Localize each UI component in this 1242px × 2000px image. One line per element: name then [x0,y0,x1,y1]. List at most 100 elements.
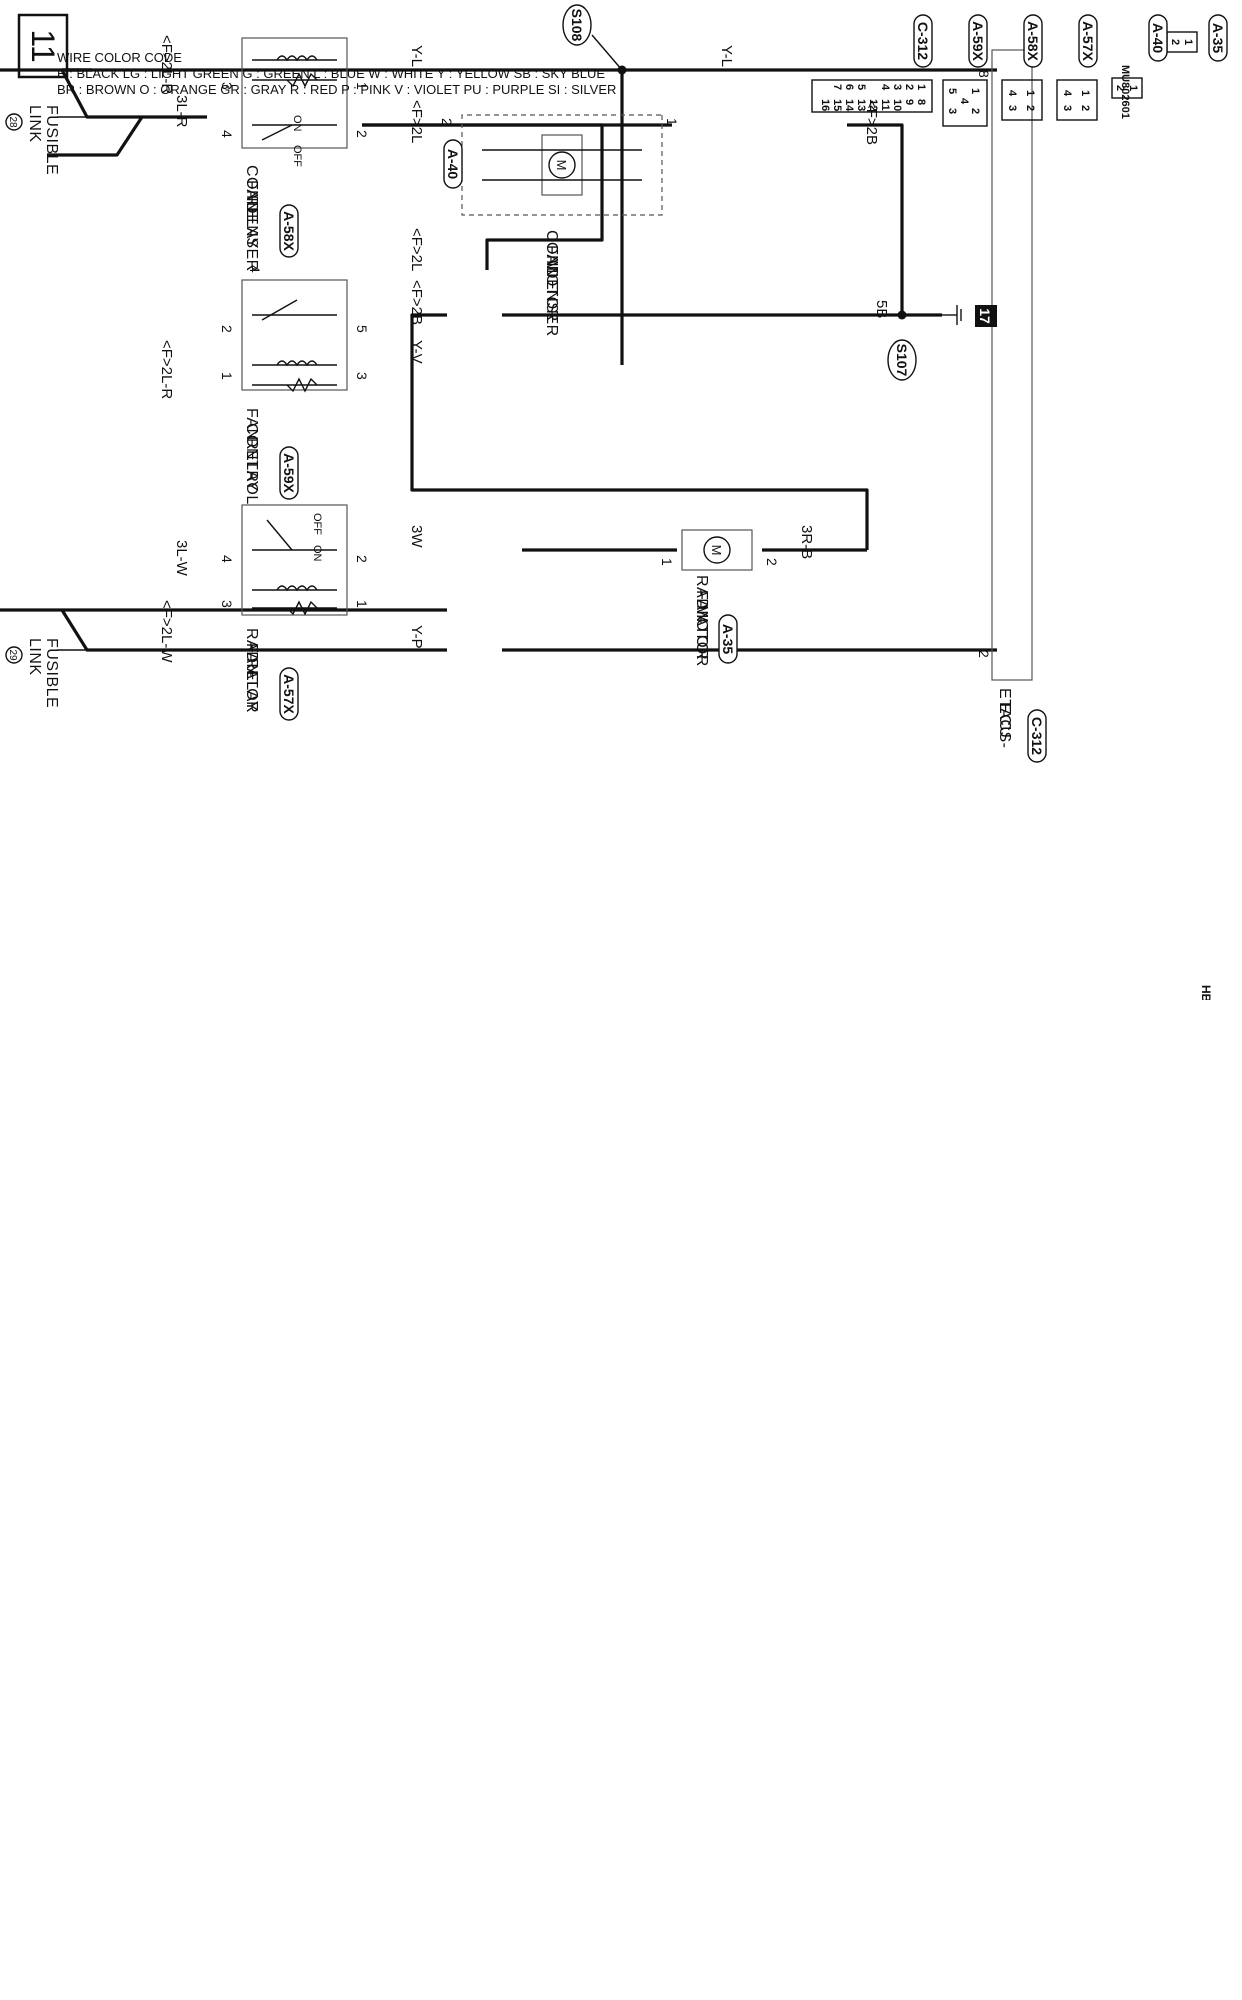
wire-color-line-2: BR : BROWN O : ORANGE GR : GRAY R : RED … [57,82,616,97]
label-y-p: Y-P [408,625,425,649]
ecu-pin-8: 8 [976,70,992,78]
label-5b: 5B [873,300,890,318]
conn-a40-part: MU802601 [1119,65,1131,119]
page-number-box: 11 [17,13,69,79]
conn-a58x-pin1: 1 [1024,90,1036,96]
label-3r-b: 3R-B [798,525,815,559]
condenser-relay-name-3: RELAY [243,195,260,249]
conn-a59x-pin4: 4 [958,98,970,105]
connector-a57x: A-57X 1 2 4 3 [1056,14,1098,121]
c312-pin-15: 15 [831,99,843,111]
c312-pin-4: 4 [879,84,891,91]
wiring-diagram: 11 FUSIBLE LINK 28 FUSIBLE LINK 29 [0,4,1228,1064]
page-number: 11 [25,29,61,62]
label-y-l-left: Y-L [718,45,735,67]
c312-pin-16: 16 [819,99,831,111]
c312-pin-6: 6 [843,84,855,90]
fan-control-relay-name-1: FAN [243,408,260,441]
label-y-v: Y-V [408,340,425,364]
conn-a58x-pin4: 4 [1006,90,1018,97]
cr-pin-4: 4 [219,130,235,138]
conn-a58x-tag: A-58X [1025,21,1041,61]
conn-a57x-tag: A-57X [1080,21,1096,61]
radiator-motor-tag: A-35 [720,624,736,655]
radiator-fan-relay: OFF ON 4 3 2 1 RADIATOR FAN RELAY A-57X [219,504,370,721]
connector-a40: A-40 MU802601 1 2 [1111,14,1168,119]
c312-pin-7: 7 [831,84,843,90]
label-f2l-r-mid: <F>2L-R [158,340,175,399]
label-f2b-a: <F>2B [863,100,880,145]
radiator-motor-symbol: M [709,545,724,556]
rm-pin-2: 2 [764,558,780,566]
condenser-motor-symbol: M [554,160,569,171]
c312-pin-13: 13 [855,99,867,111]
fusible-link-29-label-2: LINK [26,638,43,676]
c312-pin-1: 1 [915,84,927,90]
c312-pin-12: 12 [867,99,879,111]
condenser-relay-tag: A-58X [281,211,297,251]
legend-block: WIRE COLOR CODE B : BLACK LG : LIGHT GRE… [57,50,616,97]
condenser-fan-relay: ON OFF 3 4 1 2 CONDENSER FAN RELAY A-58X [219,37,370,272]
connector-a59x: A-59X 1 2 4 5 3 [942,14,988,127]
fan-control-relay-tag: A-59X [281,453,297,493]
label-f2l-r-top: <F>2L-R [158,35,175,94]
wire-color-title: WIRE COLOR CODE [57,50,182,65]
radiator-relay-on: ON [311,545,323,562]
ground-17: 17 [942,305,997,327]
c312-pin-10: 10 [891,99,903,111]
label-y-l-right: Y-L [408,45,425,67]
ground-number: 17 [977,308,993,324]
conn-a40-pin2: 2 [1114,85,1126,91]
fc-pin-3: 3 [354,372,370,380]
condenser-motor-name-2: FAN [543,245,560,278]
condenser-motor-name-1: CONDENSER [543,230,560,337]
label-f2l-b: <F>2L [408,228,425,271]
cm-pin-2: 2 [439,118,455,126]
c312-pin-11: 11 [879,99,891,111]
label-f2l-w: <F>2L-W [158,600,175,663]
radiator-relay-name-1: RADIATOR [243,628,260,713]
conn-a58x-pin2: 2 [1024,105,1036,111]
condenser-relay-on: ON [291,115,303,132]
conn-c312-tag: C-312 [915,22,931,60]
cr-pin-2: 2 [354,130,370,138]
label-3w: 3W [408,525,425,548]
conn-a57x-pin4: 4 [1061,90,1073,97]
etacs-ecu: 8 2 ETACS- ECU C-312 [976,49,1047,763]
splices: S108 S107 [562,4,917,381]
radiator-relay-tag: A-57X [281,674,297,714]
cr-pin-1: 1 [354,82,370,90]
label-f2l-a: <F>2L [408,100,425,143]
cm-pin-1: 1 [664,118,680,126]
conn-a57x-pin2: 2 [1079,105,1091,111]
wires [0,68,997,652]
conn-a58x-pin3: 3 [1006,105,1018,111]
radiator-relay-name-3: RELAY [243,658,260,712]
conn-a59x-pin5: 5 [946,88,958,94]
fc-pin-4: 4 [247,265,263,273]
c312-pin-5: 5 [855,84,867,90]
wire-color-line-1: B : BLACK LG : LIGHT GREEN G : GREEN L :… [57,66,605,81]
conn-a59x-pin3: 3 [946,108,958,114]
conn-a35-pin1: 1 [1182,39,1194,45]
radiator-relay-name-2: FAN [243,643,260,676]
conn-a59x-pin1: 1 [969,88,981,94]
etacs-name-1: ETACS- [996,688,1013,748]
rr-pin-1: 1 [354,600,370,608]
cr-pin-3: 3 [219,82,235,90]
connector-a35: A-35 1 2 [1166,14,1228,62]
conn-a35-pin2: 2 [1169,39,1181,45]
rr-pin-2: 2 [354,555,370,563]
conn-a57x-pin3: 3 [1061,105,1073,111]
condenser-motor-name-3: MOTOR [543,260,560,322]
radiator-motor-name-3: MOTOR [693,605,710,667]
conn-a57x-pin1: 1 [1079,90,1091,96]
radiator-relay-off: OFF [311,513,323,535]
c312-pin-2: 2 [903,84,915,90]
radiator-fan-motor: M 1 2 RADIATOR FAN MOTOR A-35 [659,529,780,667]
fc-pin-1: 1 [219,372,235,380]
fusible-link-28-label-2: LINK [26,105,43,143]
fan-control-relay: 4 2 1 5 3 FAN CONTROL RELAY A-59X [219,265,370,505]
condenser-relay-name-2: FAN [243,180,260,213]
image-code: HBH12M02FC [1199,985,1213,1000]
